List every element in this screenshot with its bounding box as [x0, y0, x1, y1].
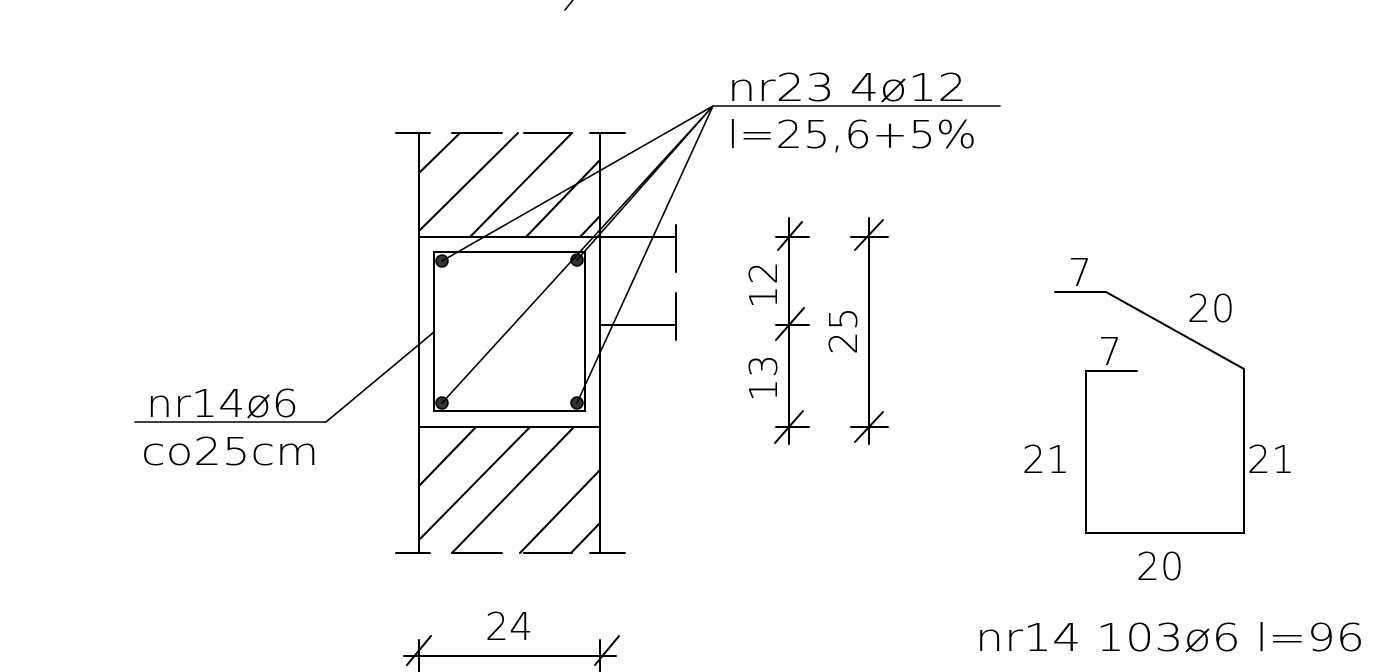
stirrup-slope-length: 20: [1187, 287, 1235, 331]
width-dimension: [403, 635, 620, 672]
height-dimension-total-value: 25: [822, 307, 866, 355]
wall-section: [395, 132, 677, 554]
stirrup-bottom-length: 20: [1136, 545, 1184, 589]
height-dimension-upper: 12: [742, 261, 786, 309]
height-dimension-lower: 13: [742, 354, 786, 402]
stirrup-bending-shape: [1054, 291, 1245, 534]
longitudinal-bar-length-label: l=25,6+5%: [727, 113, 977, 157]
height-dimension-total: [850, 217, 889, 445]
stirrup-leader-line: [134, 331, 435, 423]
top-edge-mark: [564, 0, 574, 11]
stirrup-hook-inner-length: 7: [1098, 330, 1122, 374]
stirrup-label: nr14ø6: [146, 382, 299, 426]
rebar-leader-lines: [441, 105, 1001, 404]
width-dimension-value: 24: [485, 605, 533, 649]
stirrup-caption: nr14 103ø6 l=96: [975, 616, 1365, 660]
stirrup-spacing-label: co25cm: [141, 430, 319, 474]
stirrup-right-length: 21: [1247, 438, 1295, 482]
masonry-hatch-top: [418, 132, 601, 238]
longitudinal-bar-label: nr23 4ø12: [727, 66, 967, 110]
masonry-hatch-bottom: [418, 426, 601, 554]
height-dimension-chain: [774, 217, 810, 445]
stirrup-left-length: 21: [1022, 438, 1070, 482]
stirrup-hook-top-length: 7: [1068, 251, 1092, 295]
